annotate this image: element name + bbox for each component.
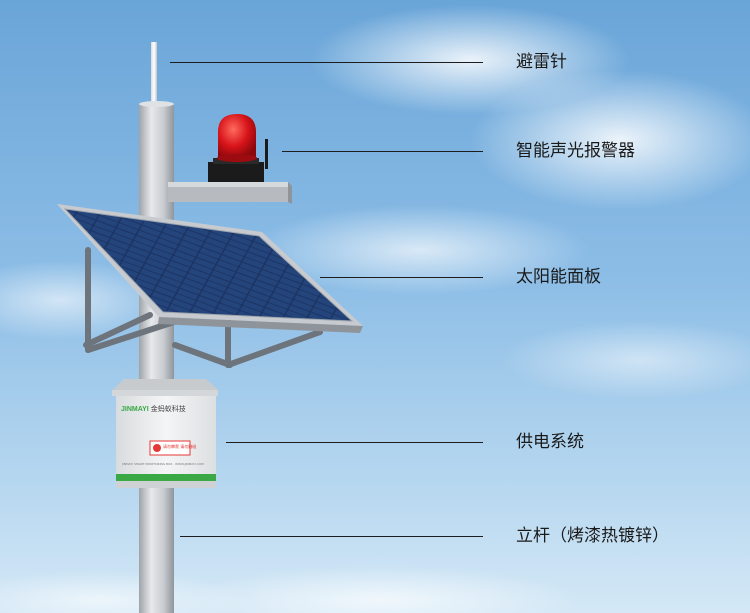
solar-panel-bracket [83, 247, 323, 368]
label-pole: 立杆（烤漆热镀锌） [516, 526, 669, 546]
label-power-system: 供电系统 [516, 432, 584, 452]
callout-line-alarm [282, 151, 483, 152]
box-small-text: JINMAYI SMART MONITORING BOX · WWW.JINMA… [122, 462, 204, 466]
callout-line-solar-panel [320, 277, 483, 278]
solar-panel [57, 204, 363, 333]
box-warning: 请勿攀爬 请勿触碰 [163, 444, 197, 449]
callout-line-power-system [226, 442, 483, 443]
alarm-light [208, 114, 268, 182]
callout-line-lightning-rod [170, 62, 483, 63]
box-brand: JINMAYI 金蚂蚁科技 [121, 404, 186, 414]
power-box [112, 379, 218, 488]
clouds [0, 5, 750, 613]
callout-line-pole [180, 536, 483, 537]
box-brand-en: JINMAYI [121, 406, 149, 413]
pole [139, 104, 174, 613]
lightning-rod [151, 42, 157, 108]
label-lightning-rod: 避雷针 [516, 52, 567, 72]
label-alarm: 智能声光报警器 [516, 141, 635, 161]
box-stripe [116, 474, 216, 481]
alarm-bracket [168, 182, 292, 204]
box-brand-cn: 金蚂蚁科技 [150, 406, 186, 413]
label-solar-panel: 太阳能面板 [516, 267, 601, 287]
